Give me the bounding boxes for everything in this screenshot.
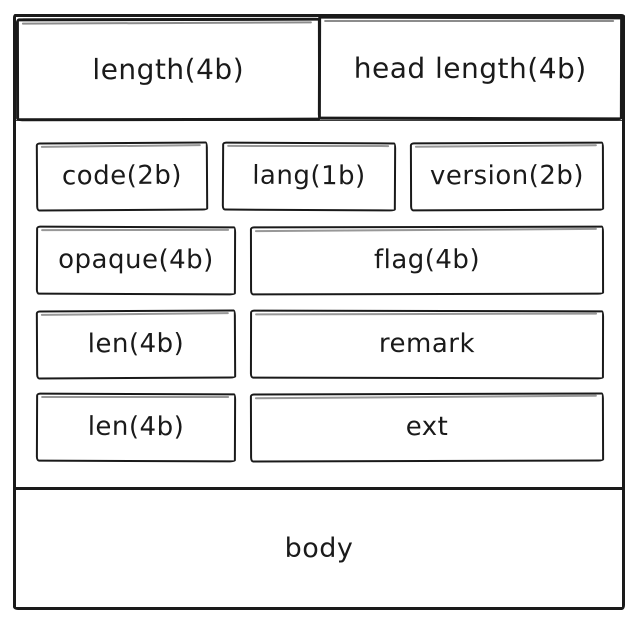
- field-remark-len-label: len(4b): [87, 328, 185, 360]
- field-flag-label: flag(4b): [373, 245, 481, 276]
- field-opaque-label: opaque(4b): [58, 244, 214, 276]
- field-version-label: version(2b): [429, 161, 585, 192]
- field-code: code(2b): [35, 141, 209, 212]
- field-remark: remark: [249, 309, 605, 379]
- field-ext-len-label: len(4b): [87, 412, 185, 443]
- field-body-label: body: [284, 533, 354, 564]
- field-head-length-label: head length(4b): [353, 51, 587, 85]
- field-ext-label: ext: [405, 412, 449, 443]
- header-row-3: len(4b) remark: [35, 308, 605, 379]
- field-length-label: length(4b): [92, 52, 245, 87]
- field-version: version(2b): [409, 141, 605, 212]
- field-remark-len: len(4b): [35, 308, 237, 379]
- header-row-1: code(2b) lang(1b) version(2b): [35, 141, 605, 212]
- header-row-2: opaque(4b) flag(4b): [35, 225, 605, 295]
- field-remark-label: remark: [378, 328, 476, 359]
- field-code-label: code(2b): [61, 161, 183, 192]
- field-head-length: head length(4b): [317, 15, 623, 121]
- header-section: code(2b) lang(1b) version(2b) opaque(4b)…: [16, 120, 622, 487]
- field-lang-label: lang(1b): [252, 161, 366, 192]
- header-row-4: len(4b) ext: [35, 392, 605, 463]
- field-lang: lang(1b): [221, 141, 397, 212]
- outer-frame: length(4b) head length(4b) code(2b) lang…: [13, 14, 625, 610]
- field-opaque: opaque(4b): [35, 225, 237, 295]
- field-body: body: [16, 487, 622, 607]
- field-ext: ext: [249, 392, 605, 463]
- field-ext-len: len(4b): [35, 392, 237, 463]
- top-row: length(4b) head length(4b): [15, 15, 623, 122]
- field-length: length(4b): [15, 17, 321, 122]
- field-flag: flag(4b): [249, 225, 605, 295]
